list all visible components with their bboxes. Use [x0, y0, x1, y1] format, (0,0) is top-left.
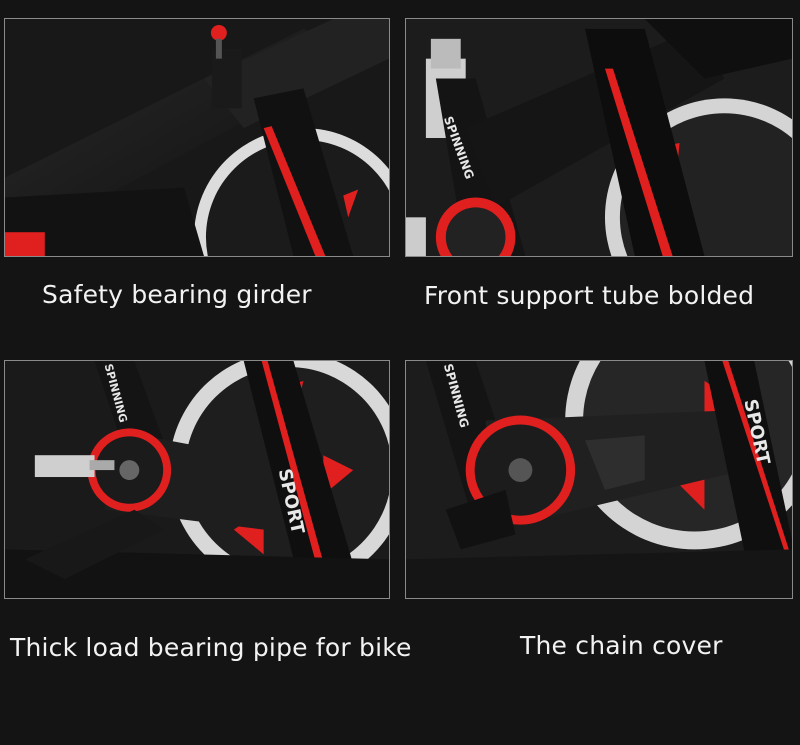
caption-chain-cover: The chain cover — [520, 631, 723, 660]
photo-safety-bearing-girder — [4, 18, 390, 257]
caption-front-support-tube: Front support tube bolded — [424, 281, 755, 310]
photo-chain-cover: SPINNING SPORT — [405, 360, 793, 599]
caption-safety-bearing-girder: Safety bearing girder — [42, 280, 312, 309]
caption-thick-load-bearing-pipe: Thick load bearing pipe for bike — [10, 633, 412, 662]
photo-thick-load-bearing-pipe: SPINNING SPORT — [4, 360, 390, 599]
photo-front-support-tube: SPINNING — [405, 18, 793, 257]
